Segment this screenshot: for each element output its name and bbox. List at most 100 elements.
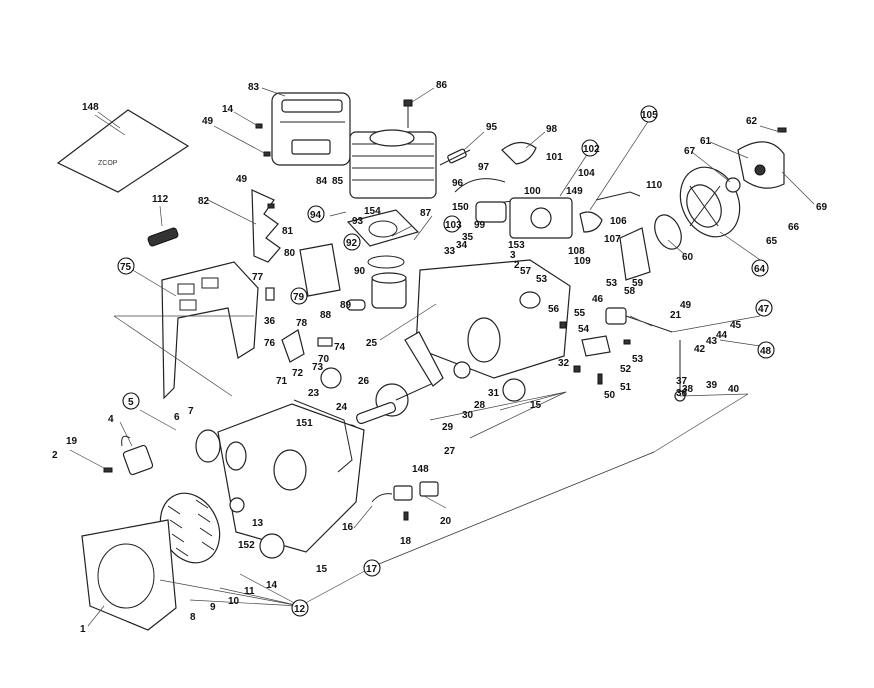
label-98: 98 (546, 124, 558, 135)
label-77: 77 (252, 272, 264, 283)
label-107: 107 (604, 234, 621, 245)
label-150: 150 (452, 202, 469, 213)
label-19: 19 (66, 436, 78, 447)
label-36b: 36 (676, 388, 688, 399)
label-152: 152 (238, 540, 255, 551)
label-4: 4 (108, 414, 114, 425)
label-15: 15 (530, 400, 542, 411)
label-62: 62 (746, 116, 758, 127)
leader-lines (69, 87, 815, 627)
label-57: 57 (520, 266, 532, 277)
callout-92: 92 (346, 238, 358, 249)
label-3: 3 (510, 250, 516, 261)
label-95: 95 (486, 122, 498, 133)
label-37: 37 (676, 376, 688, 387)
crankcase-left-part (217, 403, 365, 553)
label-24: 24 (336, 402, 348, 413)
label-67: 67 (684, 146, 696, 157)
brake-spring-part (265, 287, 275, 301)
manual-logo-text: ZCOP (98, 160, 118, 167)
label-34: 34 (456, 240, 468, 251)
label-44: 44 (716, 330, 728, 341)
carburetor-part (475, 197, 573, 239)
label-66: 66 (788, 222, 800, 233)
label-84: 84 (316, 176, 328, 187)
label-35: 35 (462, 232, 474, 243)
label-104: 104 (578, 168, 595, 179)
label-53: 53 (536, 274, 548, 285)
label-7: 7 (188, 406, 194, 417)
small-bolts-part (103, 123, 787, 521)
label-58: 58 (624, 286, 636, 297)
label-51: 51 (620, 382, 632, 393)
oil-filter-part (581, 335, 611, 357)
starter-cover-part (81, 519, 177, 631)
label-83: 83 (248, 82, 260, 93)
label-38: 38 (682, 384, 694, 395)
label-80: 80 (284, 248, 296, 259)
label-32: 32 (558, 358, 570, 369)
label-87: 87 (420, 208, 432, 219)
label-81: 81 (282, 226, 294, 237)
label-50: 50 (604, 390, 616, 401)
label-60: 60 (682, 252, 694, 263)
brake-pin-part (317, 337, 333, 347)
label-96: 96 (452, 178, 464, 189)
label-148b: 148 (412, 464, 429, 475)
front-handle-part (161, 261, 259, 400)
label-82: 82 (198, 196, 210, 207)
label-9: 9 (210, 602, 216, 613)
clutch-part (679, 166, 741, 238)
label-33: 33 (444, 246, 456, 257)
sprocket-cover-part (737, 141, 785, 189)
label-43: 43 (706, 336, 718, 347)
label-71: 71 (276, 376, 288, 387)
label-26: 26 (358, 376, 370, 387)
oil-pump-part (605, 307, 673, 333)
label-27: 27 (444, 446, 456, 457)
label-88: 88 (320, 310, 332, 321)
label-25: 25 (366, 338, 378, 349)
piston-pin-part (346, 299, 366, 311)
label-148: 148 (82, 102, 99, 113)
seal-part (453, 361, 471, 379)
label-15b: 15 (316, 564, 328, 575)
label-54: 54 (578, 324, 590, 335)
label-2: 2 (514, 260, 520, 271)
label-6: 6 (174, 412, 180, 423)
label-59: 59 (632, 278, 644, 289)
label-53b: 53 (606, 278, 618, 289)
label-154: 154 (364, 206, 381, 217)
label-112: 112 (152, 194, 169, 205)
label-93: 93 (352, 216, 364, 227)
label-31: 31 (488, 388, 500, 399)
label-49: 49 (202, 116, 214, 127)
callout-79: 79 (293, 292, 305, 303)
label-109: 109 (574, 256, 591, 267)
callout-75: 75 (120, 262, 132, 273)
bearing-mid-part (320, 367, 342, 389)
label-69: 69 (816, 202, 828, 213)
spark-plug-part (439, 148, 471, 166)
label-73: 73 (312, 362, 324, 373)
circled-callouts: 102 105 103 94 92 75 79 64 47 48 5 17 12 (117, 105, 775, 617)
label-16: 16 (342, 522, 354, 533)
callout-47: 47 (758, 304, 770, 315)
label-100: 100 (524, 186, 541, 197)
brake-lever-part (281, 329, 305, 363)
label-28: 28 (474, 400, 486, 411)
cylinder-gasket-part (346, 209, 420, 247)
label-74: 74 (334, 342, 346, 353)
muffler-part (271, 92, 351, 166)
label-149: 149 (566, 186, 583, 197)
label-99: 99 (474, 220, 486, 231)
label-49b: 49 (236, 174, 248, 185)
seal-left-part (229, 497, 245, 513)
label-85: 85 (332, 176, 344, 187)
label-106: 106 (610, 216, 627, 227)
label-11: 11 (244, 586, 255, 597)
label-153: 153 (508, 240, 525, 251)
label-20: 20 (440, 516, 452, 527)
intake-plate-part (619, 227, 651, 281)
